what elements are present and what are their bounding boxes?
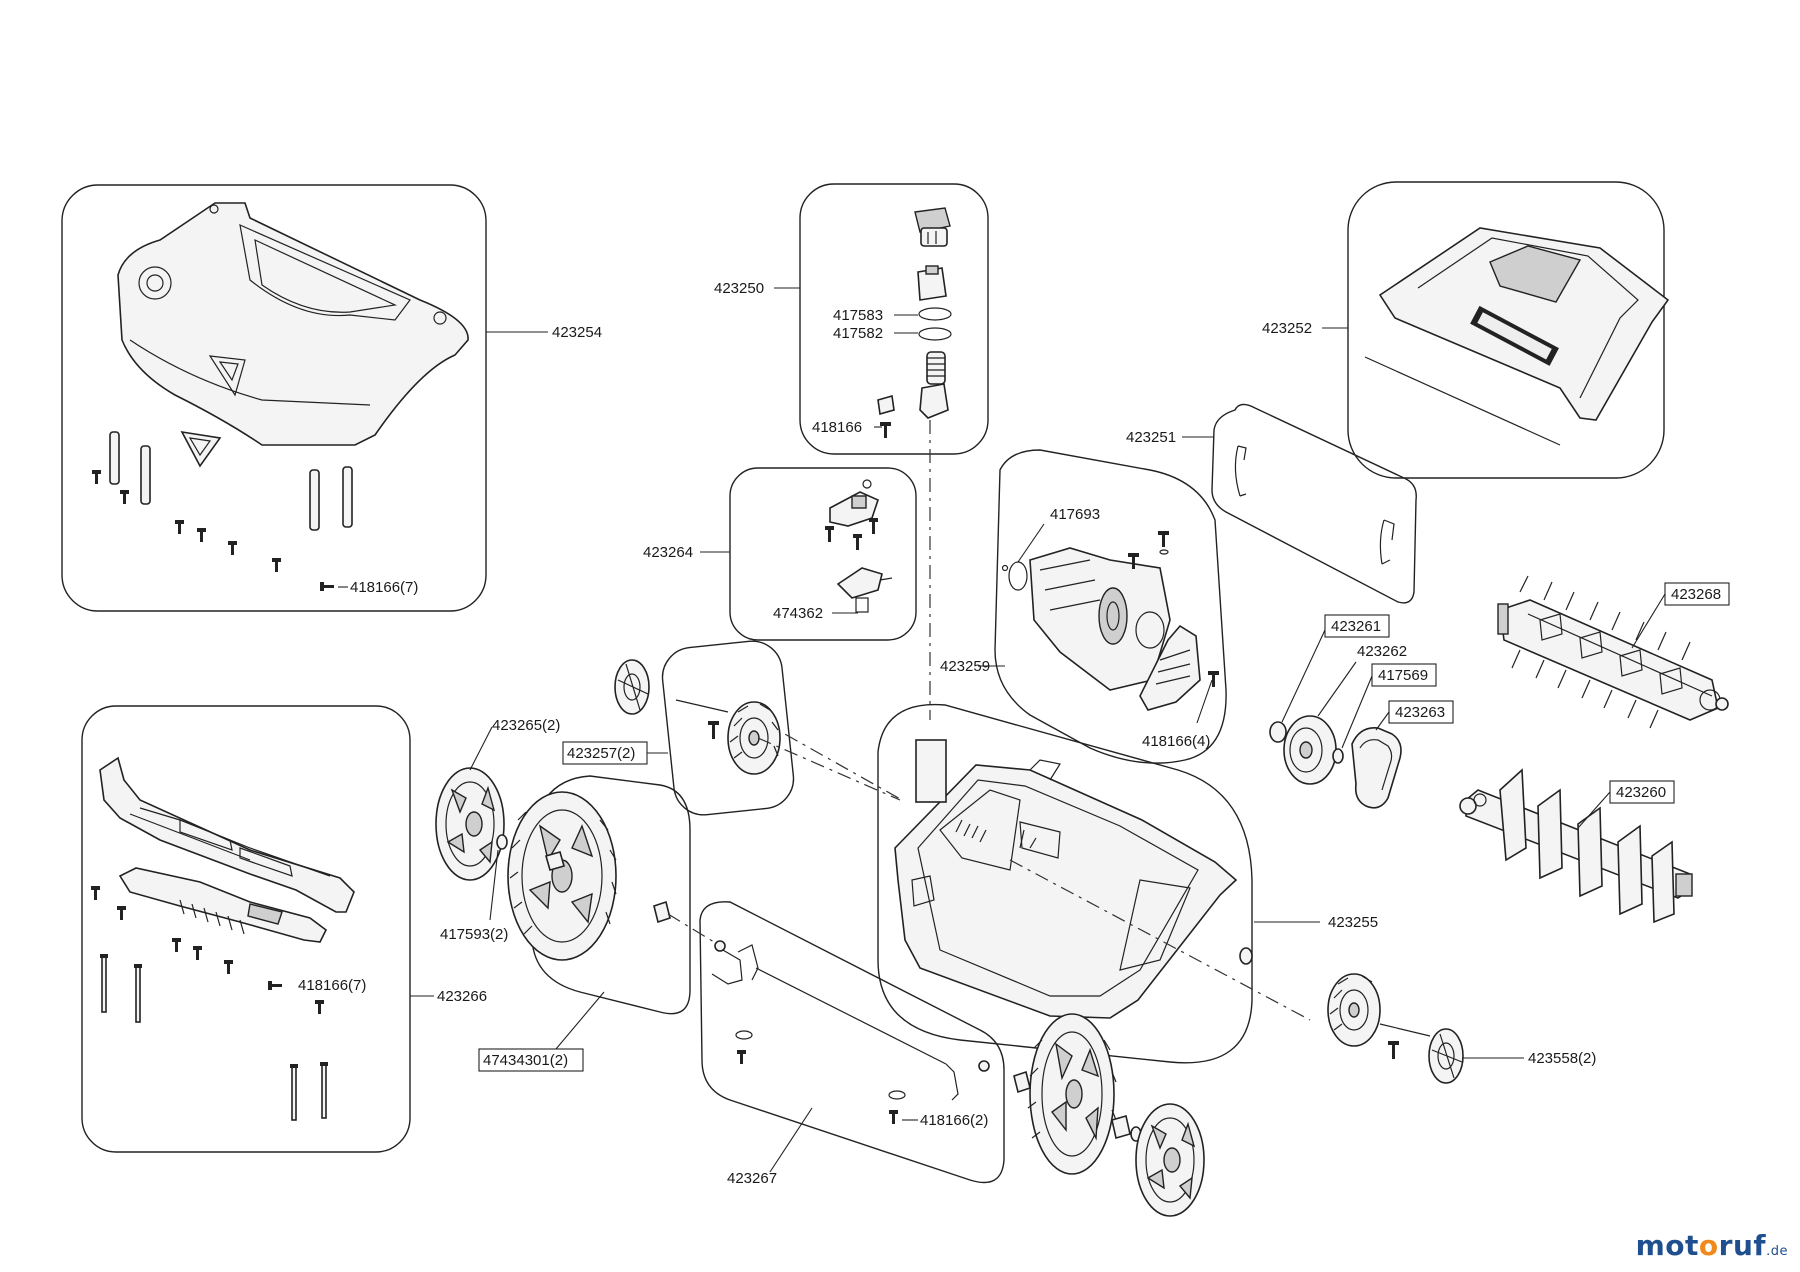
wheel-hubcap-front-left	[614, 659, 650, 715]
flap-bracket-part	[118, 867, 328, 943]
label-423264: 423264	[643, 544, 693, 561]
spring-part-right	[1379, 519, 1395, 565]
switch-bracket-474362	[836, 567, 893, 613]
label-423250: 423250	[714, 280, 764, 297]
wheel-nut-right	[1013, 1070, 1031, 1094]
label-box-417569	[1371, 663, 1437, 687]
washer-417569	[1332, 748, 1344, 764]
label-423266: 423266	[437, 988, 487, 1005]
screw-418166-connector	[880, 422, 891, 438]
label-417693: 417693	[1050, 506, 1100, 523]
front-wheel-right-part	[1327, 973, 1381, 1047]
label-box-47434301	[478, 1048, 584, 1072]
group-frame-rear-axle	[531, 775, 691, 1015]
scarifier-roller-423268	[1497, 575, 1729, 729]
part-labels: 423254 418166(7) 423250 417583 417582 41…	[298, 280, 1721, 1187]
rear-wheel-left-part	[507, 791, 617, 961]
grass-box-cover-part	[1364, 227, 1670, 446]
label-423261: 423261	[1331, 618, 1381, 635]
upper-housing-part	[117, 202, 469, 446]
wheel-nut-left	[545, 851, 565, 871]
group-frame-upper-housing	[61, 184, 487, 612]
screws-418166-2	[737, 1050, 898, 1124]
label-423259: 423259	[940, 658, 990, 675]
label-423268: 423268	[1671, 586, 1721, 603]
label-418166-4: 418166(4)	[1142, 733, 1210, 750]
connector-plug-part	[917, 265, 947, 301]
washer-axle-right	[888, 1090, 906, 1100]
motor-screws	[1128, 531, 1219, 687]
o-ring-417583	[918, 307, 952, 321]
front-wheel-part	[727, 701, 781, 775]
pins-part	[109, 431, 353, 531]
label-417582: 417582	[833, 325, 883, 342]
o-ring-417582	[918, 327, 952, 341]
switch-screws	[825, 518, 878, 550]
label-474362: 474362	[773, 605, 823, 622]
label-423251: 423251	[1126, 429, 1176, 446]
label-417583: 417583	[833, 307, 883, 324]
nut-417593-left	[496, 834, 508, 850]
label-423255: 423255	[1328, 914, 1378, 931]
washer-423261	[1269, 721, 1287, 743]
group-frame-chassis	[877, 703, 1253, 1064]
label-423263: 423263	[1395, 704, 1445, 721]
chassis-foam-pad	[915, 739, 947, 803]
wheel-nut-right-outer	[1111, 1114, 1131, 1140]
screws-418166-7-upper	[92, 470, 334, 591]
group-frame-grass-box-cover	[1347, 181, 1665, 479]
cable-bushing-part	[919, 351, 949, 419]
clip-part	[180, 430, 222, 468]
rear-hubcap-right-part	[1135, 1103, 1205, 1217]
rear-wheel-right-part	[1027, 1013, 1117, 1175]
group-frame-rear-flap	[81, 705, 411, 1153]
motor-cover-part	[1139, 624, 1201, 711]
label-418166-7-flap: 418166(7)	[298, 977, 366, 994]
motor-part	[1001, 547, 1171, 691]
label-423254: 423254	[552, 324, 602, 341]
label-418166: 418166	[812, 419, 862, 436]
group-frame-axle-bar	[699, 901, 1005, 1184]
spring-part-left	[1234, 445, 1247, 497]
washer-axle-left	[735, 1030, 753, 1040]
group-frame-switch	[729, 467, 917, 641]
axle-bar-part	[711, 940, 990, 1101]
long-bolts-part	[100, 954, 328, 1121]
label-423252: 423252	[1262, 320, 1312, 337]
label-417569: 417569	[1378, 667, 1428, 684]
label-423257-2: 423257(2)	[567, 745, 635, 762]
aerator-roller-423260	[1459, 768, 1693, 924]
label-423260: 423260	[1616, 784, 1666, 801]
screw-right-axle	[1388, 1041, 1399, 1059]
label-423265-2: 423265(2)	[492, 717, 560, 734]
label-423262: 423262	[1357, 643, 1407, 660]
rear-flap-part	[99, 756, 355, 913]
label-417593-2: 417593(2)	[440, 926, 508, 943]
group-frame-front-wheel	[661, 640, 795, 816]
label-418166-2: 418166(2)	[920, 1112, 988, 1129]
group-frame-cable-connector	[799, 183, 989, 455]
label-423558-2: 423558(2)	[1528, 1050, 1596, 1067]
label-418166-7-upper: 418166(7)	[350, 579, 418, 596]
connector-knob-part	[914, 207, 951, 247]
label-47434301-2: 47434301(2)	[483, 1052, 568, 1069]
screws-418166-7-flap	[91, 886, 324, 1014]
label-box-423261	[1324, 614, 1390, 638]
pulley-423262	[1283, 715, 1337, 785]
rear-hubcap-left-part	[435, 767, 505, 881]
group-frame-springs	[1211, 403, 1417, 604]
washer-right-front	[1239, 947, 1253, 965]
wheel-nut-left-outer	[653, 900, 671, 924]
wheel-hubcap-front-right	[1428, 1028, 1464, 1084]
label-423267: 423267	[727, 1170, 777, 1187]
chassis-housing-part	[894, 759, 1238, 1019]
cable-clip-part	[877, 394, 895, 416]
group-frame-motor	[994, 449, 1227, 764]
screw-front-axle	[708, 721, 719, 739]
motoruf-logo: motoruf.de	[1635, 1229, 1788, 1262]
